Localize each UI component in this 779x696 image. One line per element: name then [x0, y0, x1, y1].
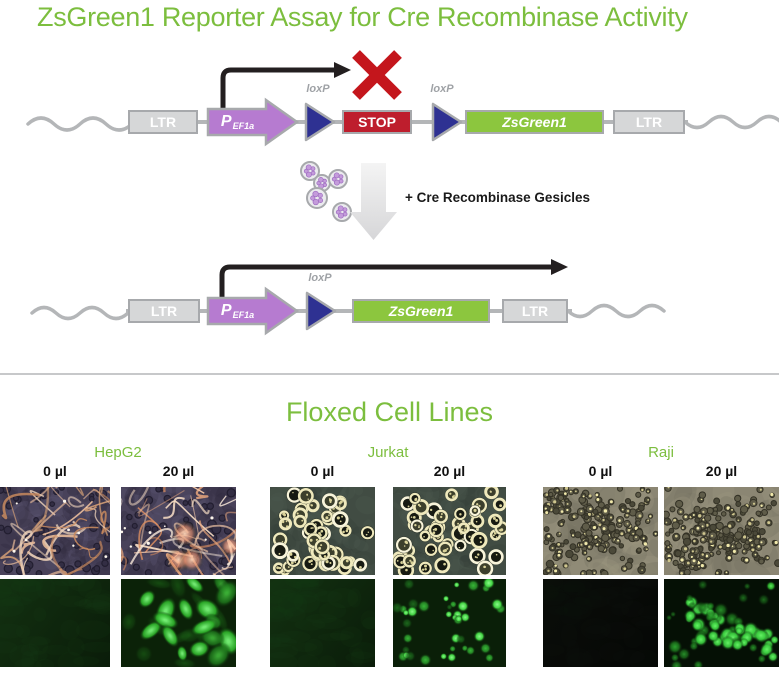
micrograph-raji-0ul-fluorescence: [543, 579, 658, 667]
ltr-box: LTR: [128, 299, 200, 323]
ltr-box: LTR: [502, 299, 568, 323]
volume-label: 0 µl: [43, 463, 67, 479]
loxp-label: loxP: [430, 83, 454, 95]
volume-label: 0 µl: [310, 463, 335, 479]
zsgreen-box: ZsGreen1: [352, 299, 490, 323]
micrograph-raji-20ul-phase: [664, 487, 779, 575]
volume-label: 0 µl: [588, 463, 613, 479]
treatment-label: + Cre Recombinase Gesicles: [405, 190, 590, 205]
dna-strand-recombined: [30, 303, 666, 321]
loxp-triangle-icon: [305, 291, 337, 331]
promoter-p: P: [220, 302, 232, 319]
volume-label: 20 µl: [705, 463, 738, 479]
promoter-arrow-icon: [206, 286, 300, 336]
zsgreen-box: ZsGreen1: [465, 110, 604, 134]
loxp-triangle-icon: [431, 102, 463, 142]
promoter-label: PEF1a: [206, 300, 268, 322]
promoter-arrow-icon: [206, 97, 300, 147]
loxp-label: loxP: [308, 272, 332, 284]
volume-label: 20 µl: [162, 463, 195, 479]
promoter-sub: EF1a: [232, 121, 255, 131]
promoter-p: P: [220, 113, 232, 130]
micrograph-hepg2-20ul-phase: [121, 487, 236, 575]
ltr-box: LTR: [128, 110, 198, 134]
volume-label: 20 µl: [433, 463, 466, 479]
stop-box: STOP: [342, 110, 412, 134]
promoter-sub: EF1a: [232, 310, 255, 320]
micrograph-raji-20ul-fluorescence: [664, 579, 779, 667]
figure-title: ZsGreen1 Reporter Assay for Cre Recombin…: [37, 2, 688, 32]
gesicles-icon: [300, 161, 352, 222]
ltr-box: LTR: [613, 110, 685, 134]
cell-line-raji: Raji: [648, 444, 674, 461]
micrograph-jurkat-20ul-phase: [393, 487, 506, 575]
loxp-label: loxP: [306, 83, 330, 95]
section-divider: [0, 373, 779, 375]
down-arrow-icon: [350, 163, 397, 240]
blocked-x-icon: [352, 50, 402, 100]
micrograph-hepg2-0ul-phase: [0, 487, 110, 575]
micrograph-raji-0ul-phase: [543, 487, 658, 575]
micrograph-jurkat-0ul-fluorescence: [270, 579, 375, 667]
section-title: Floxed Cell Lines: [285, 397, 494, 427]
loxp-triangle-icon: [304, 102, 336, 142]
micrograph-jurkat-20ul-fluorescence: [393, 579, 506, 667]
transcription-arrow-active: [219, 259, 568, 297]
transcription-arrow-blocked: [220, 62, 351, 108]
micrograph-hepg2-20ul-fluorescence: [121, 579, 236, 667]
cell-line-hepg2: HepG2: [94, 444, 142, 461]
cell-line-jurkat: Jurkat: [367, 444, 409, 461]
promoter-label: PEF1a: [206, 111, 268, 133]
micrograph-hepg2-0ul-fluorescence: [0, 579, 110, 667]
micrograph-jurkat-0ul-phase: [270, 487, 375, 575]
